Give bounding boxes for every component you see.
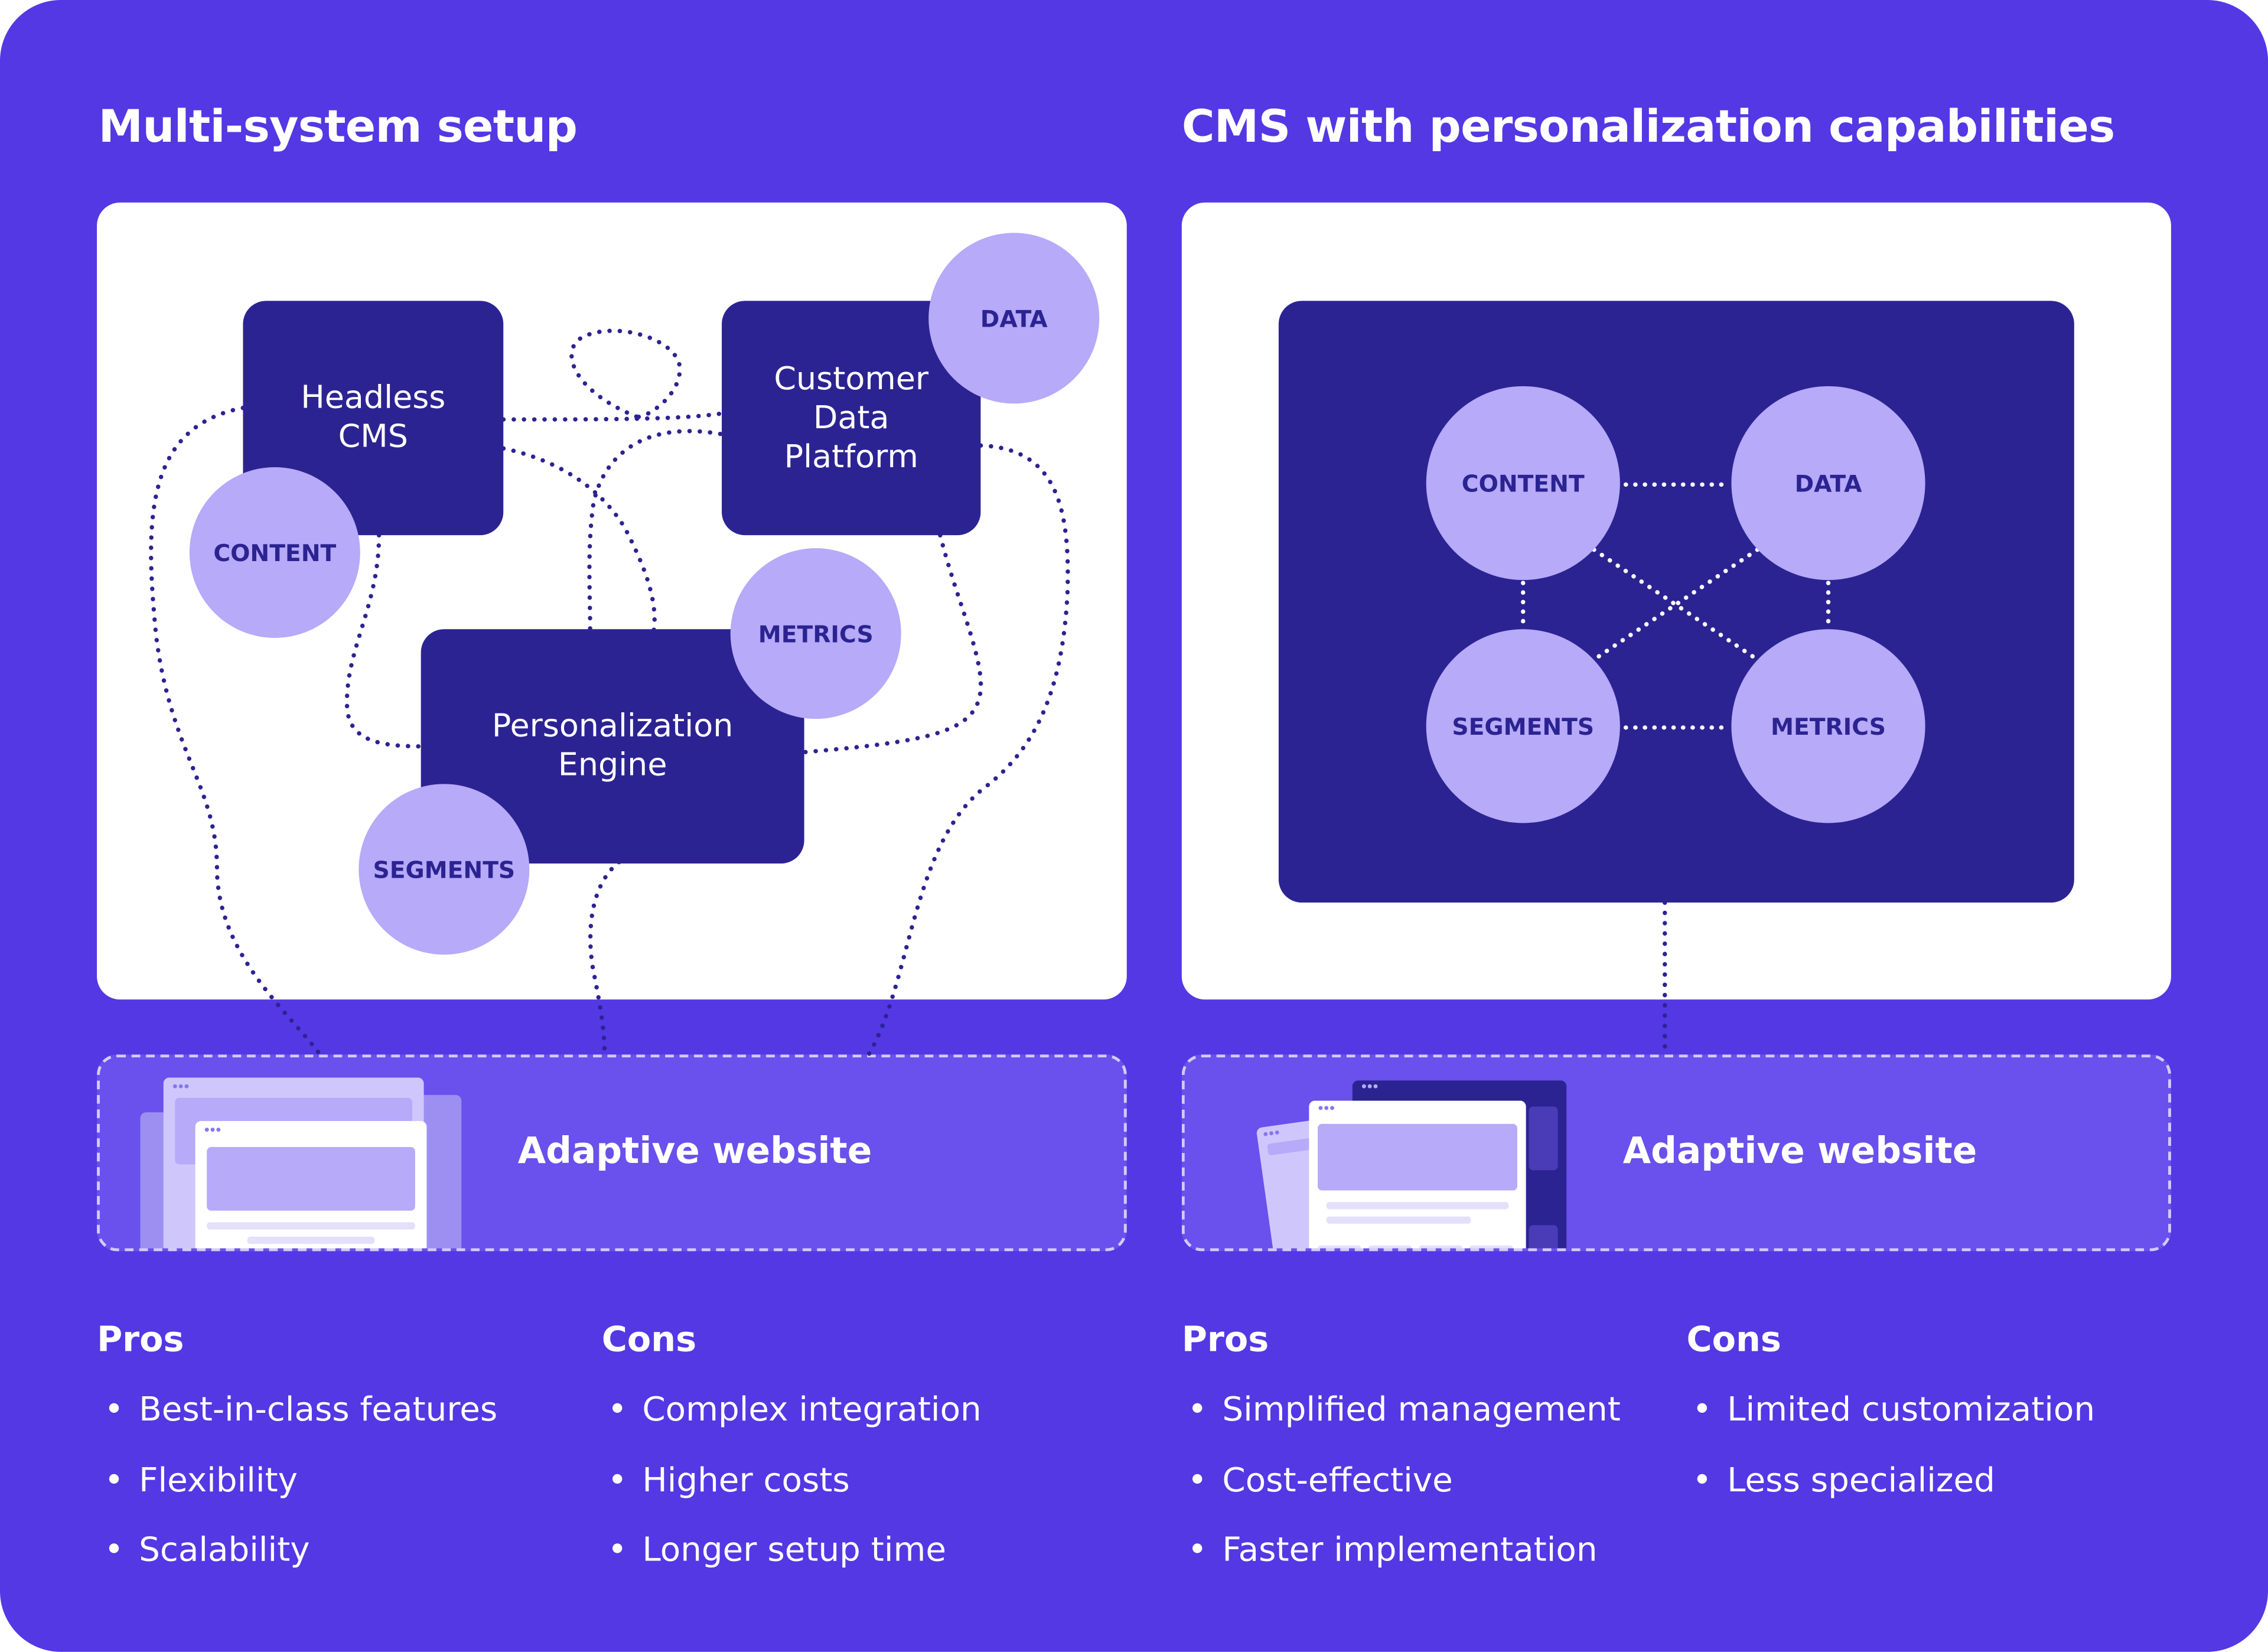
left-cons-list: Complex integration Higher costs Longer … — [602, 1392, 982, 1602]
list-item: Cost-effective — [1182, 1462, 1621, 1532]
list-item: Longer setup time — [602, 1532, 982, 1602]
left-heading: Multi-system setup — [98, 101, 578, 154]
list-item: Best-in-class features — [99, 1392, 498, 1462]
right-pros-list: Simplified management Cost-effective Fas… — [1182, 1392, 1621, 1602]
list-item: Higher costs — [602, 1462, 982, 1532]
right-cons-title: Cons — [1686, 1319, 1781, 1360]
right-cons-list: Limited customization Less specialized — [1687, 1392, 2096, 1532]
list-item: Limited customization — [1687, 1392, 2095, 1462]
segments-circle: SEGMENTS — [359, 784, 530, 955]
list-item: Complex integration — [602, 1392, 982, 1462]
list-item: Simplified management — [1182, 1392, 1621, 1462]
left-cons-title: Cons — [601, 1319, 697, 1360]
list-item: Faster implementation — [1182, 1532, 1621, 1602]
metrics-circle: METRICS — [730, 548, 901, 719]
left-pros-list: Best-in-class features Flexibility Scala… — [99, 1392, 498, 1602]
list-item: Less specialized — [1687, 1462, 2096, 1532]
data-circle: DATA — [1731, 386, 1925, 581]
right-adaptive-website: Adaptive website — [1181, 1054, 2171, 1252]
content-circle: CONTENT — [189, 467, 360, 638]
data-circle: DATA — [928, 233, 1100, 404]
left-pros-title: Pros — [97, 1319, 184, 1360]
list-item: Scalability — [99, 1532, 498, 1602]
right-heading: CMS with personalization capabilities — [1181, 101, 2115, 154]
adaptive-website-label: Adaptive website — [1622, 1129, 1977, 1172]
metrics-circle: METRICS — [1731, 629, 1925, 823]
adaptive-website-label: Adaptive website — [517, 1129, 872, 1172]
website-mockup-stack-icon — [140, 1077, 462, 1249]
segments-circle: SEGMENTS — [1426, 629, 1620, 823]
list-item: Flexibility — [99, 1462, 498, 1532]
content-circle: CONTENT — [1426, 386, 1620, 581]
website-mockup-stack-icon — [1256, 1080, 1567, 1249]
right-pros-title: Pros — [1181, 1319, 1269, 1360]
left-adaptive-website: Adaptive website — [97, 1054, 1127, 1252]
